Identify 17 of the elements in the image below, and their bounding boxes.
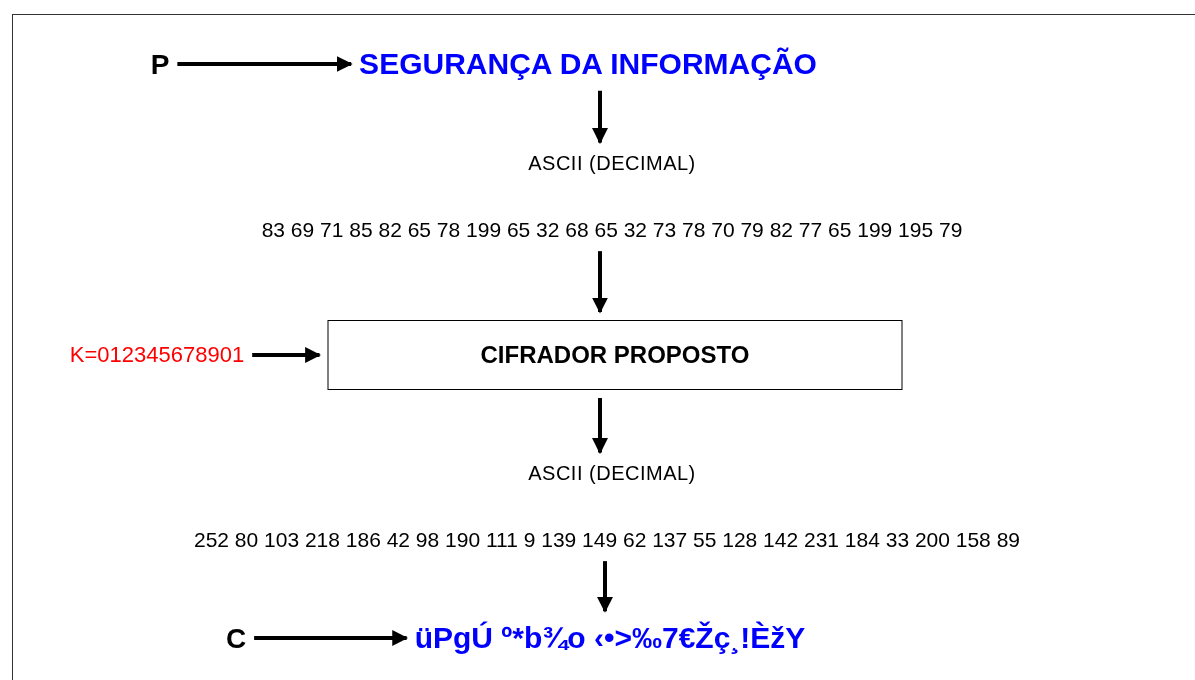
arrow bbox=[177, 56, 353, 72]
key-label: K=012345678901 bbox=[69, 341, 245, 369]
ciphertext: üPgÚ º*b¾o ‹•>‰7€Žç¸!ÈžY bbox=[414, 619, 806, 657]
input-label: P bbox=[150, 46, 170, 82]
arrow bbox=[254, 630, 409, 646]
arrow bbox=[592, 398, 608, 455]
arrow bbox=[592, 90, 608, 145]
encoding-label: ASCII (DECIMAL) bbox=[528, 460, 696, 486]
decimal-codes: 83 69 71 85 82 65 78 199 65 32 68 65 32 73 78 70 79 82 77 65 199 195 79 bbox=[261, 216, 963, 244]
output-label: C bbox=[225, 620, 247, 656]
arrow bbox=[597, 561, 613, 613]
encoding-label: ASCII (DECIMAL) bbox=[528, 150, 696, 176]
arrow bbox=[252, 347, 322, 363]
cipher-box: CIFRADOR PROPOSTO bbox=[327, 320, 903, 390]
plaintext: SEGURANÇA DA INFORMAÇÃO bbox=[359, 45, 817, 83]
arrow bbox=[592, 251, 608, 314]
decimal-codes: 252 80 103 218 186 42 98 190 111 9 139 149 62 137 55 128 142 231 184 33 200 158 89 bbox=[194, 526, 1020, 554]
